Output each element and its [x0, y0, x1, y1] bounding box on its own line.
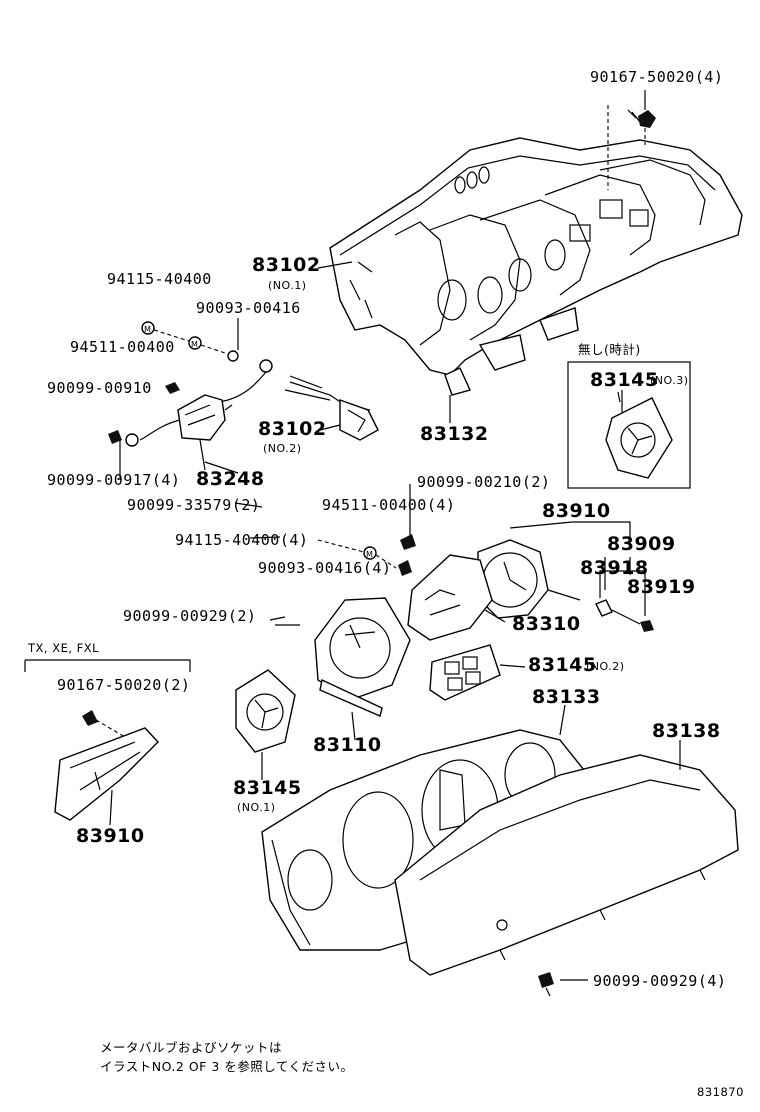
- cluster-housing-83132: [329, 137, 743, 396]
- label-no2-c: (NO.2): [586, 660, 625, 673]
- label-90099-929a: 90099-00929(2): [123, 607, 257, 625]
- note-line-1: メータバルブおよびソケットは: [100, 1040, 283, 1055]
- label-83310: 83310: [512, 613, 581, 635]
- label-90093-a: 90093-00416: [196, 299, 301, 317]
- label-83918: 83918: [580, 557, 649, 579]
- label-83133: 83133: [532, 686, 601, 708]
- label-83910-b: 83910: [76, 825, 145, 847]
- label-83145-c: 83145: [233, 777, 302, 799]
- label-83919: 83919: [627, 576, 696, 598]
- label-83132: 83132: [420, 423, 489, 445]
- label-90167-b: 90167-50020(2): [57, 676, 191, 694]
- leader-lines: [109, 90, 681, 981]
- label-no3: (NO.3): [650, 374, 689, 387]
- label-83138: 83138: [652, 720, 721, 742]
- label-83910-a: 83910: [542, 500, 611, 522]
- meter-glass-83138: [394, 754, 739, 976]
- label-90099-917: 90099-00917(4): [47, 471, 181, 489]
- label-90167-top: 90167-50020(4): [590, 68, 724, 86]
- label-90099-910: 90099-00910: [47, 379, 152, 397]
- label-83145-b: 83145: [528, 654, 597, 676]
- label-94115-a: 94115-40400: [107, 270, 212, 288]
- label-83110: 83110: [313, 734, 382, 756]
- label-94511-b: 94511-00400(4): [322, 496, 456, 514]
- diagram-code: 831870: [697, 1085, 744, 1099]
- label-83909: 83909: [607, 533, 676, 555]
- no-clock-box: [567, 361, 691, 489]
- speedometer-83110: [275, 597, 411, 717]
- label-83248: 83248: [196, 468, 265, 490]
- label-90099-210: 90099-00210(2): [417, 473, 551, 491]
- tx-clock-assembly: [24, 659, 191, 821]
- svg-text:M: M: [366, 550, 373, 559]
- label-83102-b: 83102: [258, 418, 327, 440]
- label-94511-a: 94511-00400: [70, 338, 175, 356]
- screw-top: [607, 105, 656, 190]
- label-90099-335: 90099-33579(2): [127, 496, 261, 514]
- svg-text:M: M: [144, 325, 151, 334]
- label-90099-929b: 90099-00929(4): [593, 972, 727, 990]
- label-no-clock: 無し(時計): [578, 342, 641, 357]
- label-94115-b: 94115-40400(4): [175, 531, 309, 549]
- clock-gauge-83910: [477, 539, 654, 632]
- fuel-temp-gauge-83310: M: [317, 534, 493, 641]
- bulb-socket-83145-no2: [429, 644, 501, 701]
- label-83102-a: 83102: [252, 254, 321, 276]
- label-83145-a: 83145: [590, 369, 659, 391]
- label-tx-xe-fxl: TX, XE, FXL: [28, 641, 100, 655]
- wire-harness: M M: [108, 321, 379, 471]
- label-90093-b: 90093-00416(4): [258, 559, 392, 577]
- label-no1-c: (NO.1): [237, 801, 276, 814]
- note-line-2: イラストNO.2 OF 3 を参照してください。: [100, 1059, 354, 1074]
- printed-circuit-83145-no1: [235, 669, 296, 753]
- svg-text:M: M: [191, 340, 198, 349]
- label-no2-b: (NO.2): [263, 442, 302, 455]
- screw-bottom: [538, 972, 554, 997]
- label-no1-a: (NO.1): [268, 279, 307, 292]
